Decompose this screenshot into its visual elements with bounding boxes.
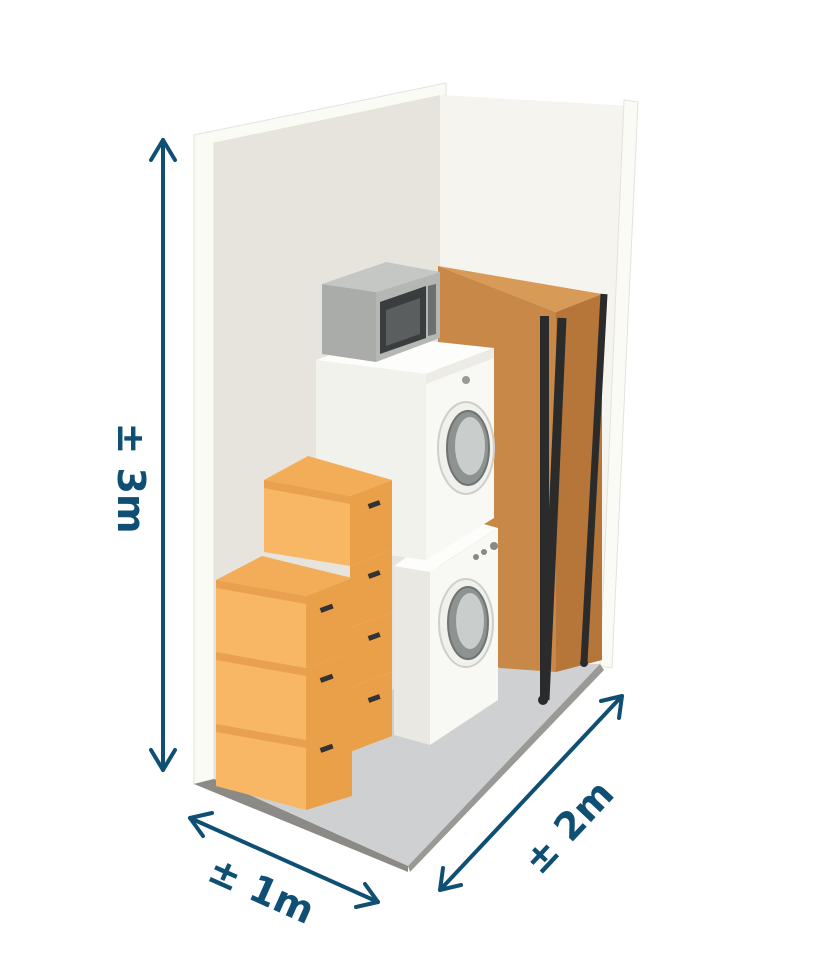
height-dimension-arrow bbox=[149, 138, 177, 772]
floor bbox=[214, 664, 600, 866]
depth-dimension-arrow bbox=[438, 694, 624, 892]
width-dimension-arrow bbox=[188, 811, 380, 909]
height-label: ± 3m bbox=[109, 422, 153, 533]
right-wall-edge bbox=[599, 99, 639, 669]
cardboard-box-icon bbox=[216, 456, 392, 810]
width-label: ± 1m bbox=[202, 847, 321, 932]
microwave-icon bbox=[322, 262, 440, 362]
floor-edge-left bbox=[194, 779, 408, 872]
floor-edge-right bbox=[408, 664, 604, 872]
depth-label: ± 2m bbox=[515, 771, 623, 882]
